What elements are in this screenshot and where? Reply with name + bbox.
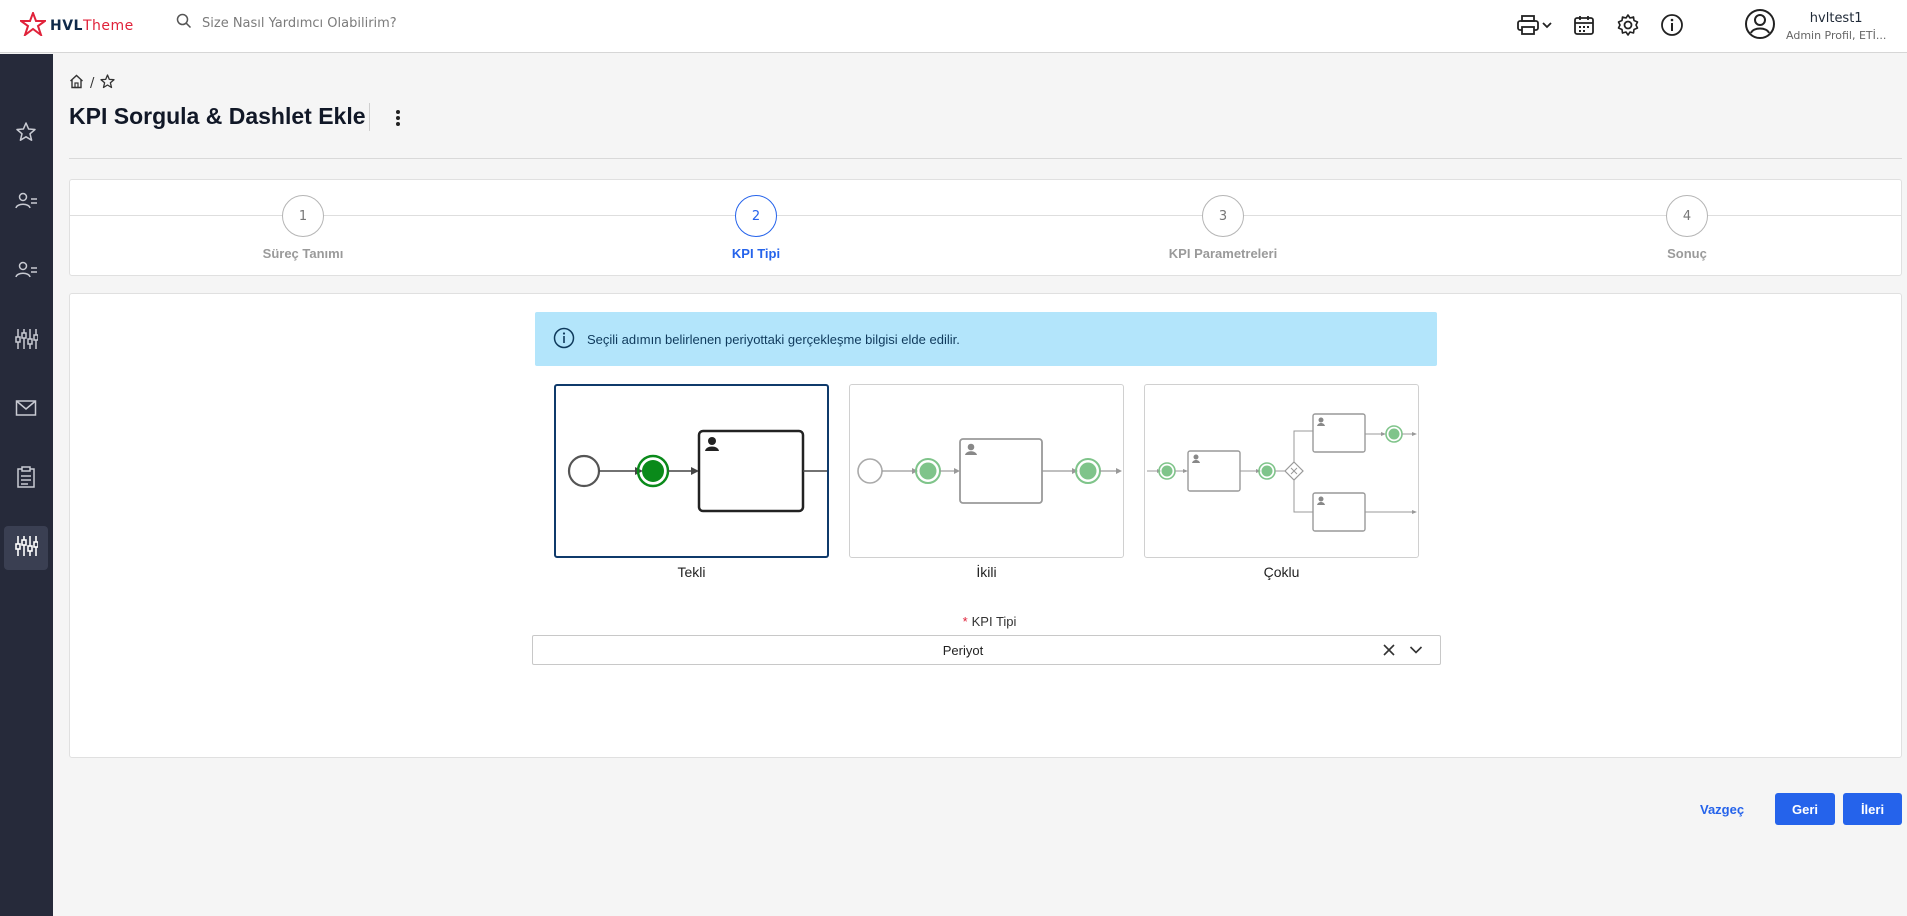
sidebar-item-tasks[interactable] bbox=[4, 457, 48, 501]
title-divider bbox=[369, 103, 370, 131]
logo-subtext: Theme bbox=[82, 18, 134, 34]
search-icon bbox=[176, 13, 192, 33]
kpi-type-single[interactable] bbox=[554, 384, 829, 558]
printer-icon[interactable] bbox=[1516, 10, 1554, 40]
kpi-type-double[interactable] bbox=[849, 384, 1124, 558]
kpi-type-label: Çoklu bbox=[1263, 564, 1300, 580]
double-diagram bbox=[857, 438, 1122, 504]
stepper: 1 Süreç Tanımı 2 KPI Tipi 3 KPI Parametr… bbox=[69, 179, 1902, 276]
top-bar: HVLTheme Size Nasıl Yardımcı Olabilirim?… bbox=[0, 0, 1907, 53]
user-name: hvltest1 bbox=[1809, 10, 1863, 26]
step-label: Süreç Tanımı bbox=[262, 246, 344, 261]
step-1[interactable]: 1 Süreç Tanımı bbox=[203, 195, 403, 261]
sidebar-item-users[interactable] bbox=[4, 181, 48, 225]
calendar-icon[interactable] bbox=[1570, 10, 1598, 40]
step-label: Sonuç bbox=[1667, 246, 1707, 261]
user-role: Admin Profil, ETİ... bbox=[1786, 28, 1887, 42]
stepper-line bbox=[70, 215, 1901, 216]
info-message: Seçili adımın belirlenen periyottaki ger… bbox=[587, 331, 960, 347]
user-menu[interactable]: hvltest1 Admin Profil, ETİ... bbox=[1744, 8, 1886, 44]
kpi-type-label: Tekli bbox=[677, 564, 706, 580]
sidebar bbox=[0, 54, 53, 916]
back-button[interactable]: Geri bbox=[1775, 793, 1835, 825]
star-icon[interactable] bbox=[100, 74, 116, 93]
step-2[interactable]: 2 KPI Tipi bbox=[656, 195, 856, 261]
single-diagram bbox=[567, 429, 827, 513]
sidebar-item-kpi-dashlet[interactable] bbox=[4, 526, 48, 570]
avatar-icon bbox=[1744, 8, 1776, 44]
step-number[interactable]: 1 bbox=[282, 195, 324, 237]
step-label: KPI Tipi bbox=[731, 246, 781, 261]
breadcrumb: / bbox=[69, 74, 116, 93]
kpi-type-card: Seçili adımın belirlenen periyottaki ger… bbox=[69, 293, 1902, 758]
sidebar-item-kpi[interactable] bbox=[4, 319, 48, 363]
required-mark: * bbox=[962, 614, 968, 629]
sliders-icon bbox=[14, 327, 39, 355]
step-number[interactable]: 4 bbox=[1666, 195, 1708, 237]
mail-icon bbox=[15, 399, 37, 421]
sidebar-item-groups[interactable] bbox=[4, 250, 48, 294]
gear-icon[interactable] bbox=[1614, 10, 1642, 40]
users-icon bbox=[14, 259, 38, 285]
clipboard-icon bbox=[16, 466, 36, 492]
next-button[interactable]: İleri bbox=[1843, 793, 1902, 825]
kpi-type-multiple[interactable] bbox=[1144, 384, 1419, 558]
kpi-type-select[interactable]: Periyot bbox=[532, 635, 1441, 665]
kpi-type-field-label: *KPI Tipi bbox=[962, 614, 1017, 629]
kpi-type-label: İkili bbox=[976, 564, 997, 580]
home-icon[interactable] bbox=[69, 74, 84, 93]
multiple-diagram bbox=[1147, 413, 1417, 532]
chevron-down-icon[interactable] bbox=[1407, 641, 1425, 659]
info-icon bbox=[553, 327, 575, 352]
cancel-button[interactable]: Vazgeç bbox=[1700, 797, 1744, 821]
sliders-icon bbox=[14, 534, 39, 562]
step-4[interactable]: 4 Sonuç bbox=[1587, 195, 1787, 261]
step-label: KPI Parametreleri bbox=[1168, 246, 1278, 261]
divider bbox=[69, 158, 1902, 159]
search-bar[interactable]: Size Nasıl Yardımcı Olabilirim? bbox=[176, 13, 397, 33]
info-banner: Seçili adımın belirlenen periyottaki ger… bbox=[535, 312, 1437, 366]
users-icon bbox=[14, 190, 38, 216]
star-icon bbox=[15, 121, 37, 147]
info-icon[interactable] bbox=[1658, 10, 1686, 40]
sidebar-item-mail[interactable] bbox=[4, 388, 48, 432]
star-logo-icon bbox=[17, 10, 49, 40]
logo-text: HVLTheme bbox=[50, 18, 134, 34]
clear-icon[interactable] bbox=[1380, 641, 1398, 659]
step-number[interactable]: 2 bbox=[735, 195, 777, 237]
sidebar-item-favorites[interactable] bbox=[4, 112, 48, 156]
page-title: KPI Sorgula & Dashlet Ekle bbox=[69, 103, 366, 129]
breadcrumb-separator: / bbox=[90, 76, 95, 91]
kpi-type-select-value: Periyot bbox=[942, 643, 984, 658]
step-number[interactable]: 3 bbox=[1202, 195, 1244, 237]
logo[interactable]: HVLTheme bbox=[17, 10, 134, 40]
search-input[interactable]: Size Nasıl Yardımcı Olabilirim? bbox=[202, 15, 397, 31]
step-3[interactable]: 3 KPI Parametreleri bbox=[1123, 195, 1323, 261]
more-options-icon[interactable] bbox=[388, 104, 408, 132]
